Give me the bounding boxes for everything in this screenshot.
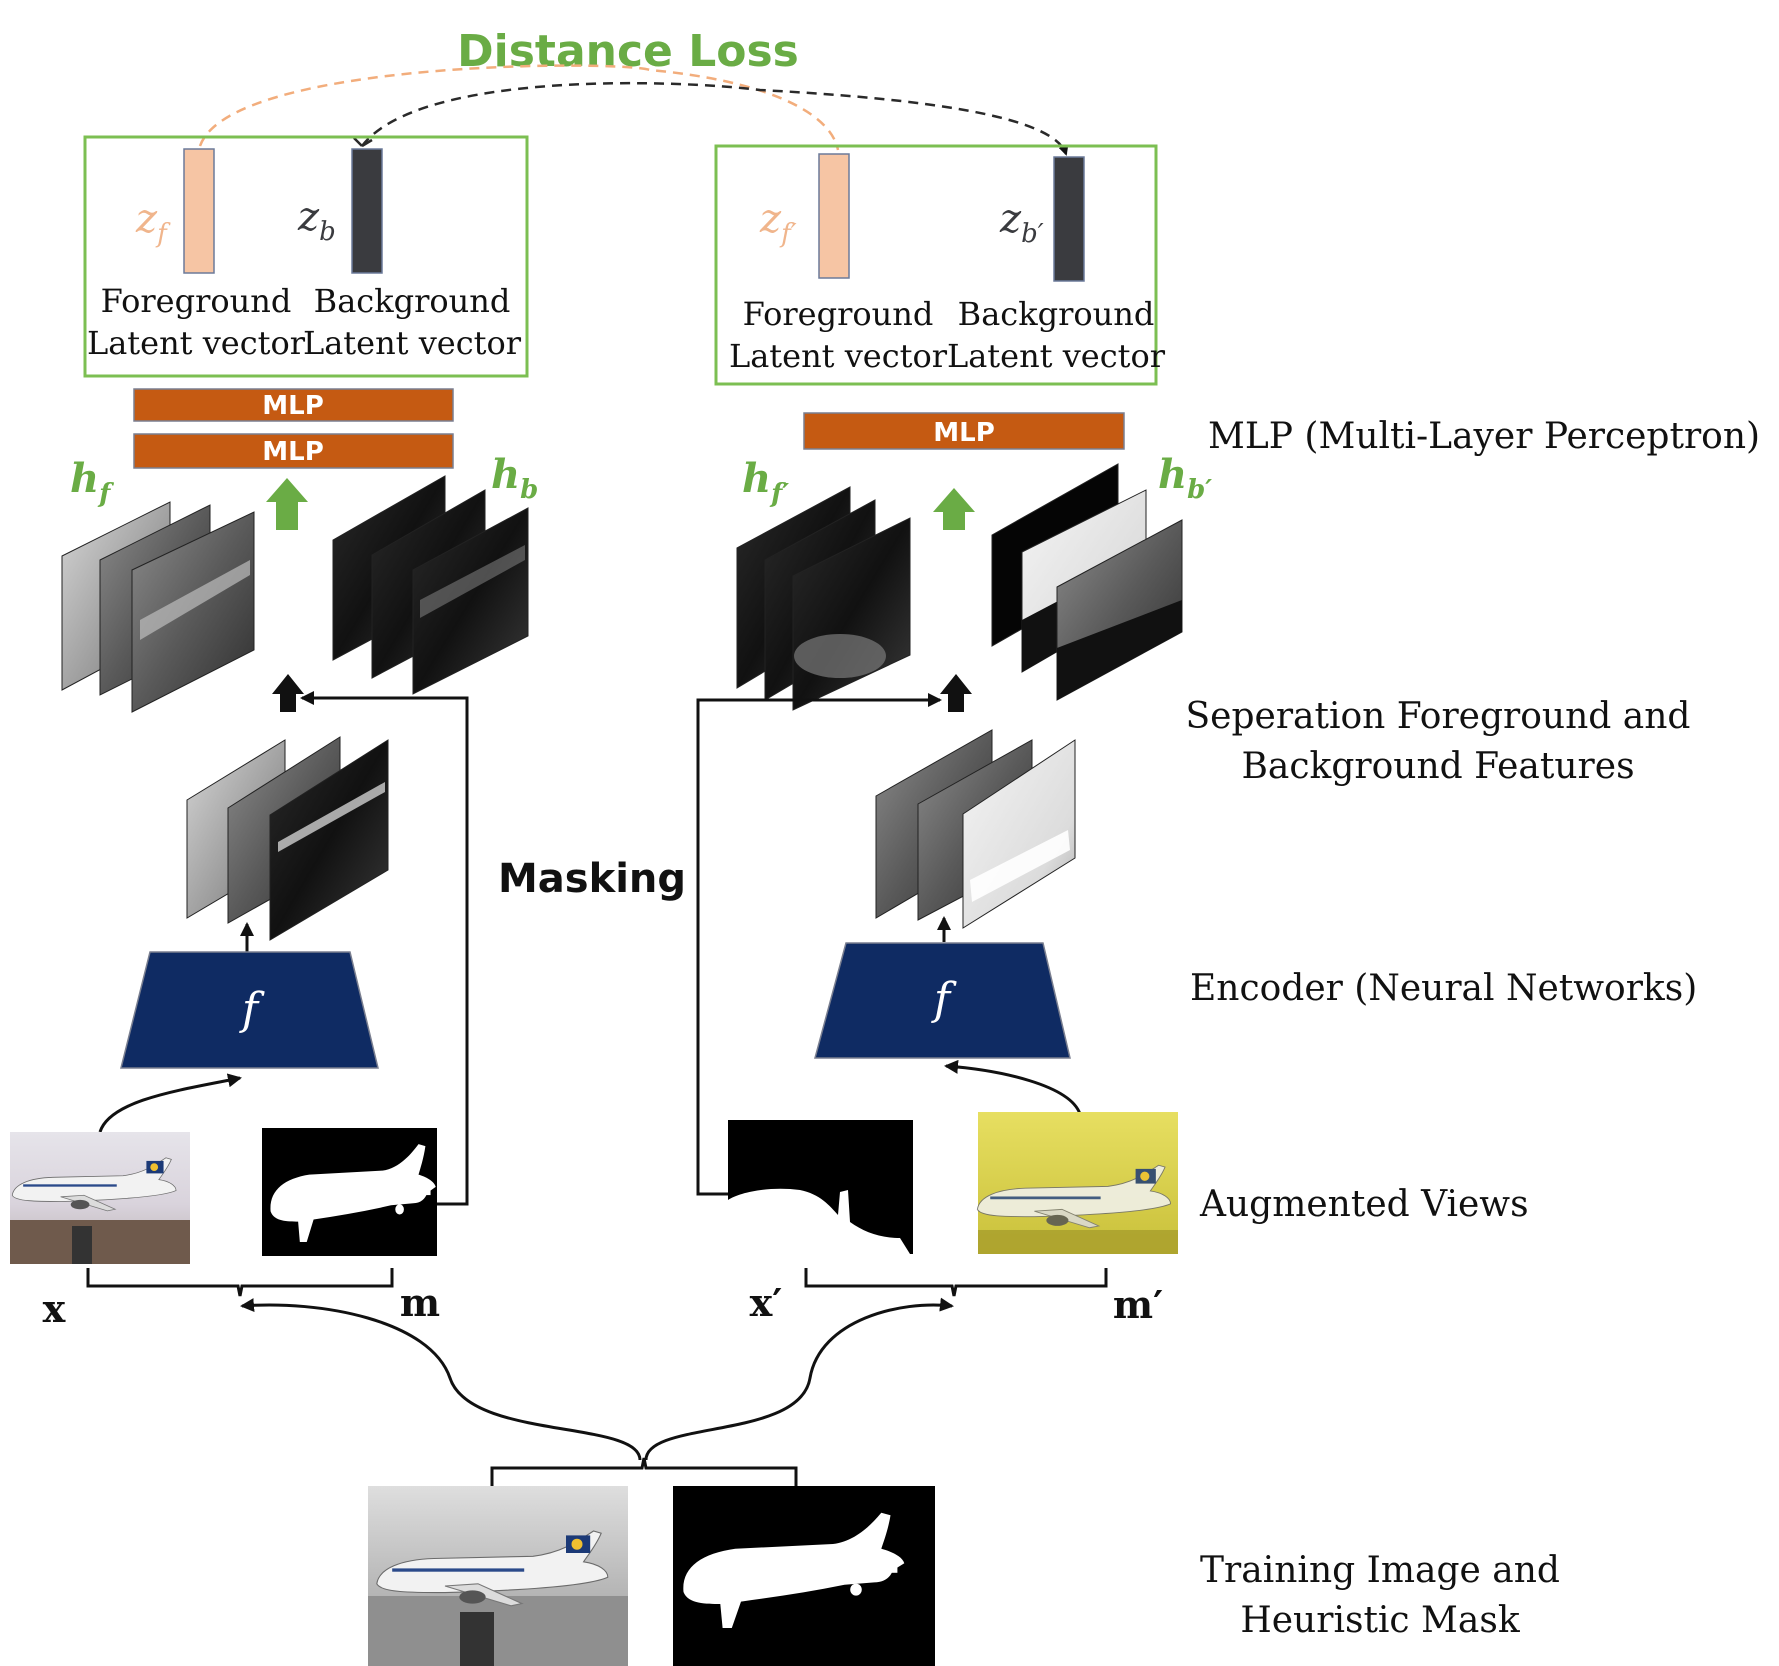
left-aug-image-ground (10, 1220, 190, 1264)
left-mlp-bottom (133, 433, 454, 469)
left-bg-map-texture (420, 545, 525, 618)
right-mask-route (696, 693, 942, 1196)
training-image-box (460, 1612, 494, 1666)
right-fg-map-plane-blob (794, 634, 886, 678)
right-background-vector (1053, 156, 1085, 282)
left-mlp-top-label: MLP (262, 391, 324, 421)
right-image-to-encoder-arrow (944, 1059, 1082, 1115)
right-aug-image-ground (978, 1230, 1178, 1254)
right-fg-label-line2: Latent vector (729, 337, 948, 375)
right-aug-mask-shape (728, 1188, 910, 1254)
right-bg-label-line1: Background (958, 295, 1155, 333)
left-latent-box (83, 135, 529, 378)
right-h-f-label: hf′ (742, 455, 789, 509)
left-bg-map-3 (412, 507, 529, 695)
left-merge-arrow (272, 674, 304, 712)
right-bg-map-3-dark (1057, 600, 1182, 700)
right-foreground-vector (818, 153, 850, 279)
stage-label-training-line1: Training Image and (1200, 1550, 1560, 1591)
right-z-f-label: zf′ (759, 196, 797, 249)
right-green-up-arrow (933, 488, 975, 530)
left-encoder-features (186, 736, 389, 941)
split-to-right-arrow (644, 1297, 954, 1461)
right-enc-map-plane (970, 830, 1070, 902)
stage-label-training-line2: Heuristic Mask (1240, 1600, 1520, 1641)
left-foreground-vector (183, 148, 215, 274)
left-h-f-label: hf (70, 455, 114, 509)
right-bg-label-line2: Latent vector (947, 337, 1166, 375)
label-x: x (43, 1286, 66, 1331)
right-merge-arrow (940, 674, 972, 712)
right-mlp (803, 412, 1125, 450)
heuristic-mask (673, 1486, 935, 1666)
right-mlp-label: MLP (933, 418, 995, 448)
left-mlp-bottom-label: MLP (262, 437, 324, 467)
left-bg-label-line2: Latent vector (303, 324, 522, 362)
left-augmented-mask-m (262, 1128, 437, 1256)
left-fg-map-texture (140, 560, 250, 640)
split-to-left-arrow (240, 1298, 642, 1461)
training-image-ground (368, 1596, 628, 1666)
left-image-to-encoder-arrow (98, 1073, 242, 1133)
right-fg-label-line1: Foreground (743, 295, 934, 333)
right-foreground-feature-maps (736, 486, 911, 711)
right-bg-map-2-dark (1022, 600, 1060, 672)
left-mlp-top (133, 388, 454, 422)
label-x-prime: x′ (750, 1280, 783, 1325)
right-encoder-features (875, 729, 1076, 929)
right-background-feature-maps (991, 463, 1183, 701)
right-augmented-mask-x-prime (728, 1120, 913, 1254)
label-m-prime: m′ (1113, 1282, 1163, 1327)
right-pair-brace (804, 1268, 1108, 1297)
distance-loss-fg-arrowhead (353, 137, 373, 148)
left-background-vector (351, 148, 383, 274)
left-enc-map-streak (278, 782, 385, 852)
stage-label-encoder: Encoder (Neural Networks) (1190, 968, 1697, 1009)
left-background-feature-maps (332, 475, 529, 695)
left-mask-route (300, 691, 469, 1206)
left-aug-image-post (72, 1226, 92, 1264)
left-z-f-label: zf (135, 196, 171, 249)
left-fg-map-3 (131, 511, 255, 713)
distance-loss-bg-curve (361, 81, 1069, 156)
training-pair-brace (490, 1457, 798, 1486)
left-green-up-arrow (266, 478, 308, 530)
label-m: m (400, 1280, 440, 1325)
left-fg-label-line2: Latent vector (87, 324, 306, 362)
right-augmented-image-m-prime (976, 1112, 1178, 1254)
left-pair-brace (86, 1268, 394, 1297)
left-bg-label-line1: Background (314, 282, 511, 320)
distance-loss-title: Distance Loss (457, 26, 799, 77)
left-h-b-label: hb (491, 451, 538, 505)
stage-label-augmented: Augmented Views (1199, 1184, 1529, 1225)
stage-label-separation-line1: Seperation Foreground and (1186, 696, 1691, 737)
left-foreground-feature-maps (61, 501, 255, 713)
left-enc-map-3 (269, 739, 389, 941)
distance-loss-fg-curve (198, 64, 840, 151)
left-z-b-label: zb (297, 194, 336, 247)
right-z-b-label: zb′ (999, 196, 1044, 249)
training-image (368, 1486, 628, 1666)
right-h-b-label: hb′ (1158, 451, 1212, 505)
masking-label: Masking (498, 856, 686, 902)
stage-label-mlp: MLP (Multi-Layer Perceptron) (1208, 416, 1760, 457)
left-fg-label-line1: Foreground (101, 282, 292, 320)
left-augmented-image-x (10, 1132, 190, 1264)
left-encoder-block (120, 951, 379, 1069)
stage-label-separation-line2: Background Features (1241, 746, 1634, 787)
right-latent-box (714, 144, 1158, 386)
right-encoder-block (814, 942, 1071, 1059)
